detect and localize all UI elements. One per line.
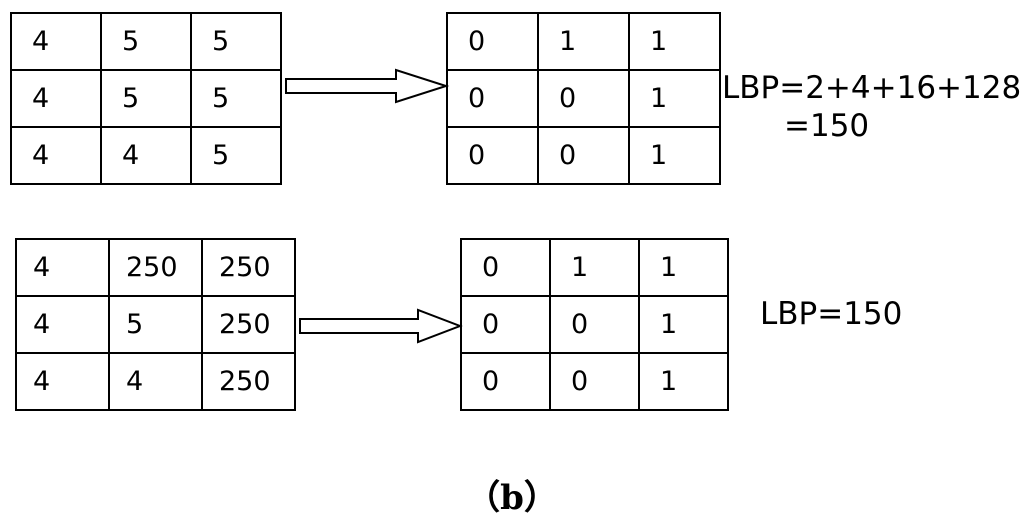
lbp-result: =150 (784, 108, 870, 144)
grid-cell: 1 (628, 126, 721, 185)
grid-cell: 4 (10, 69, 102, 128)
lbp-result: LBP=150 (760, 296, 903, 332)
lbp-formula: LBP=2+4+16+128 (722, 70, 1022, 106)
grid-cell: 5 (100, 69, 192, 128)
grid-cell: 4 (10, 12, 102, 71)
grid-cell: 250 (201, 238, 296, 297)
grid-cell: 0 (549, 352, 640, 411)
grid-cell: 5 (190, 12, 282, 71)
grid-cell: 4 (100, 126, 192, 185)
grid-cell: 1 (628, 69, 721, 128)
hollow-right-arrow-icon (299, 308, 463, 344)
grid-cell: 0 (537, 69, 630, 128)
grid-cell: 1 (638, 352, 729, 411)
grid-cell: 4 (15, 238, 110, 297)
grid-cell: 0 (537, 126, 630, 185)
figure-caption: （b） (466, 478, 558, 518)
grid-cell: 1 (638, 295, 729, 354)
grid-cell: 0 (446, 12, 539, 71)
grid-cell: 4 (108, 352, 203, 411)
grid-cell: 1 (549, 238, 640, 297)
grid-cell: 0 (549, 295, 640, 354)
grid-cell: 5 (108, 295, 203, 354)
grid-cell: 1 (628, 12, 721, 71)
input-grid-2: 4 250 250 4 5 250 4 4 250 (15, 238, 296, 411)
grid-cell: 250 (108, 238, 203, 297)
grid-cell: 4 (10, 126, 102, 185)
grid-cell: 5 (100, 12, 192, 71)
binary-grid-1: 0 1 1 0 0 1 0 0 1 (446, 12, 721, 185)
grid-cell: 4 (15, 295, 110, 354)
grid-cell: 0 (446, 126, 539, 185)
hollow-right-arrow-icon (285, 68, 450, 104)
grid-cell: 1 (537, 12, 630, 71)
grid-cell: 0 (460, 238, 551, 297)
grid-cell: 0 (460, 295, 551, 354)
grid-cell: 250 (201, 352, 296, 411)
grid-cell: 0 (446, 69, 539, 128)
binary-grid-2: 0 1 1 0 0 1 0 0 1 (460, 238, 729, 411)
grid-cell: 5 (190, 69, 282, 128)
grid-cell: 5 (190, 126, 282, 185)
input-grid-1: 4 5 5 4 5 5 4 4 5 (10, 12, 282, 185)
grid-cell: 250 (201, 295, 296, 354)
grid-cell: 1 (638, 238, 729, 297)
grid-cell: 4 (15, 352, 110, 411)
grid-cell: 0 (460, 352, 551, 411)
